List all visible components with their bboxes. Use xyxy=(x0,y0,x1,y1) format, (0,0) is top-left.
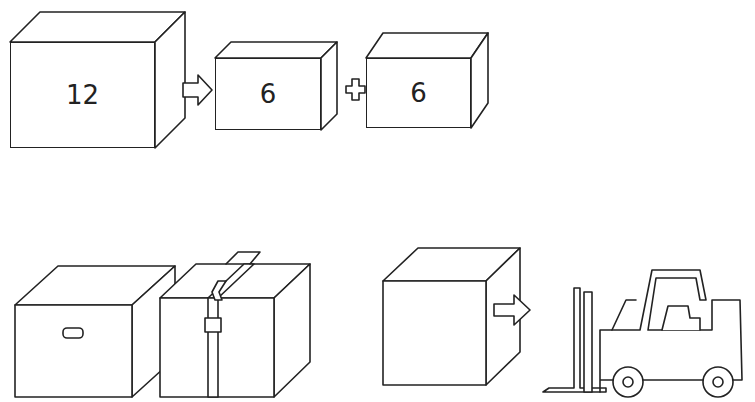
hollow-arrow xyxy=(183,75,212,105)
strapped-box xyxy=(160,252,310,397)
box-side xyxy=(155,12,185,148)
plus-sign xyxy=(346,79,365,100)
box-front: 6 xyxy=(215,58,321,130)
box-front: 6 xyxy=(366,58,471,128)
box-with-handhole xyxy=(15,266,175,397)
box-count: 6 xyxy=(410,79,427,108)
forklift xyxy=(543,270,742,397)
box-top xyxy=(366,33,488,58)
box-count: 6 xyxy=(260,80,277,109)
box-depth xyxy=(366,33,488,128)
box-depth xyxy=(215,42,337,130)
box-side xyxy=(321,42,337,130)
box-front: 12 xyxy=(10,42,155,148)
box-count: 12 xyxy=(66,81,99,110)
box-side xyxy=(471,33,488,128)
box-top xyxy=(215,42,337,58)
hollow-arrow xyxy=(494,295,530,325)
box-depth xyxy=(10,12,185,148)
